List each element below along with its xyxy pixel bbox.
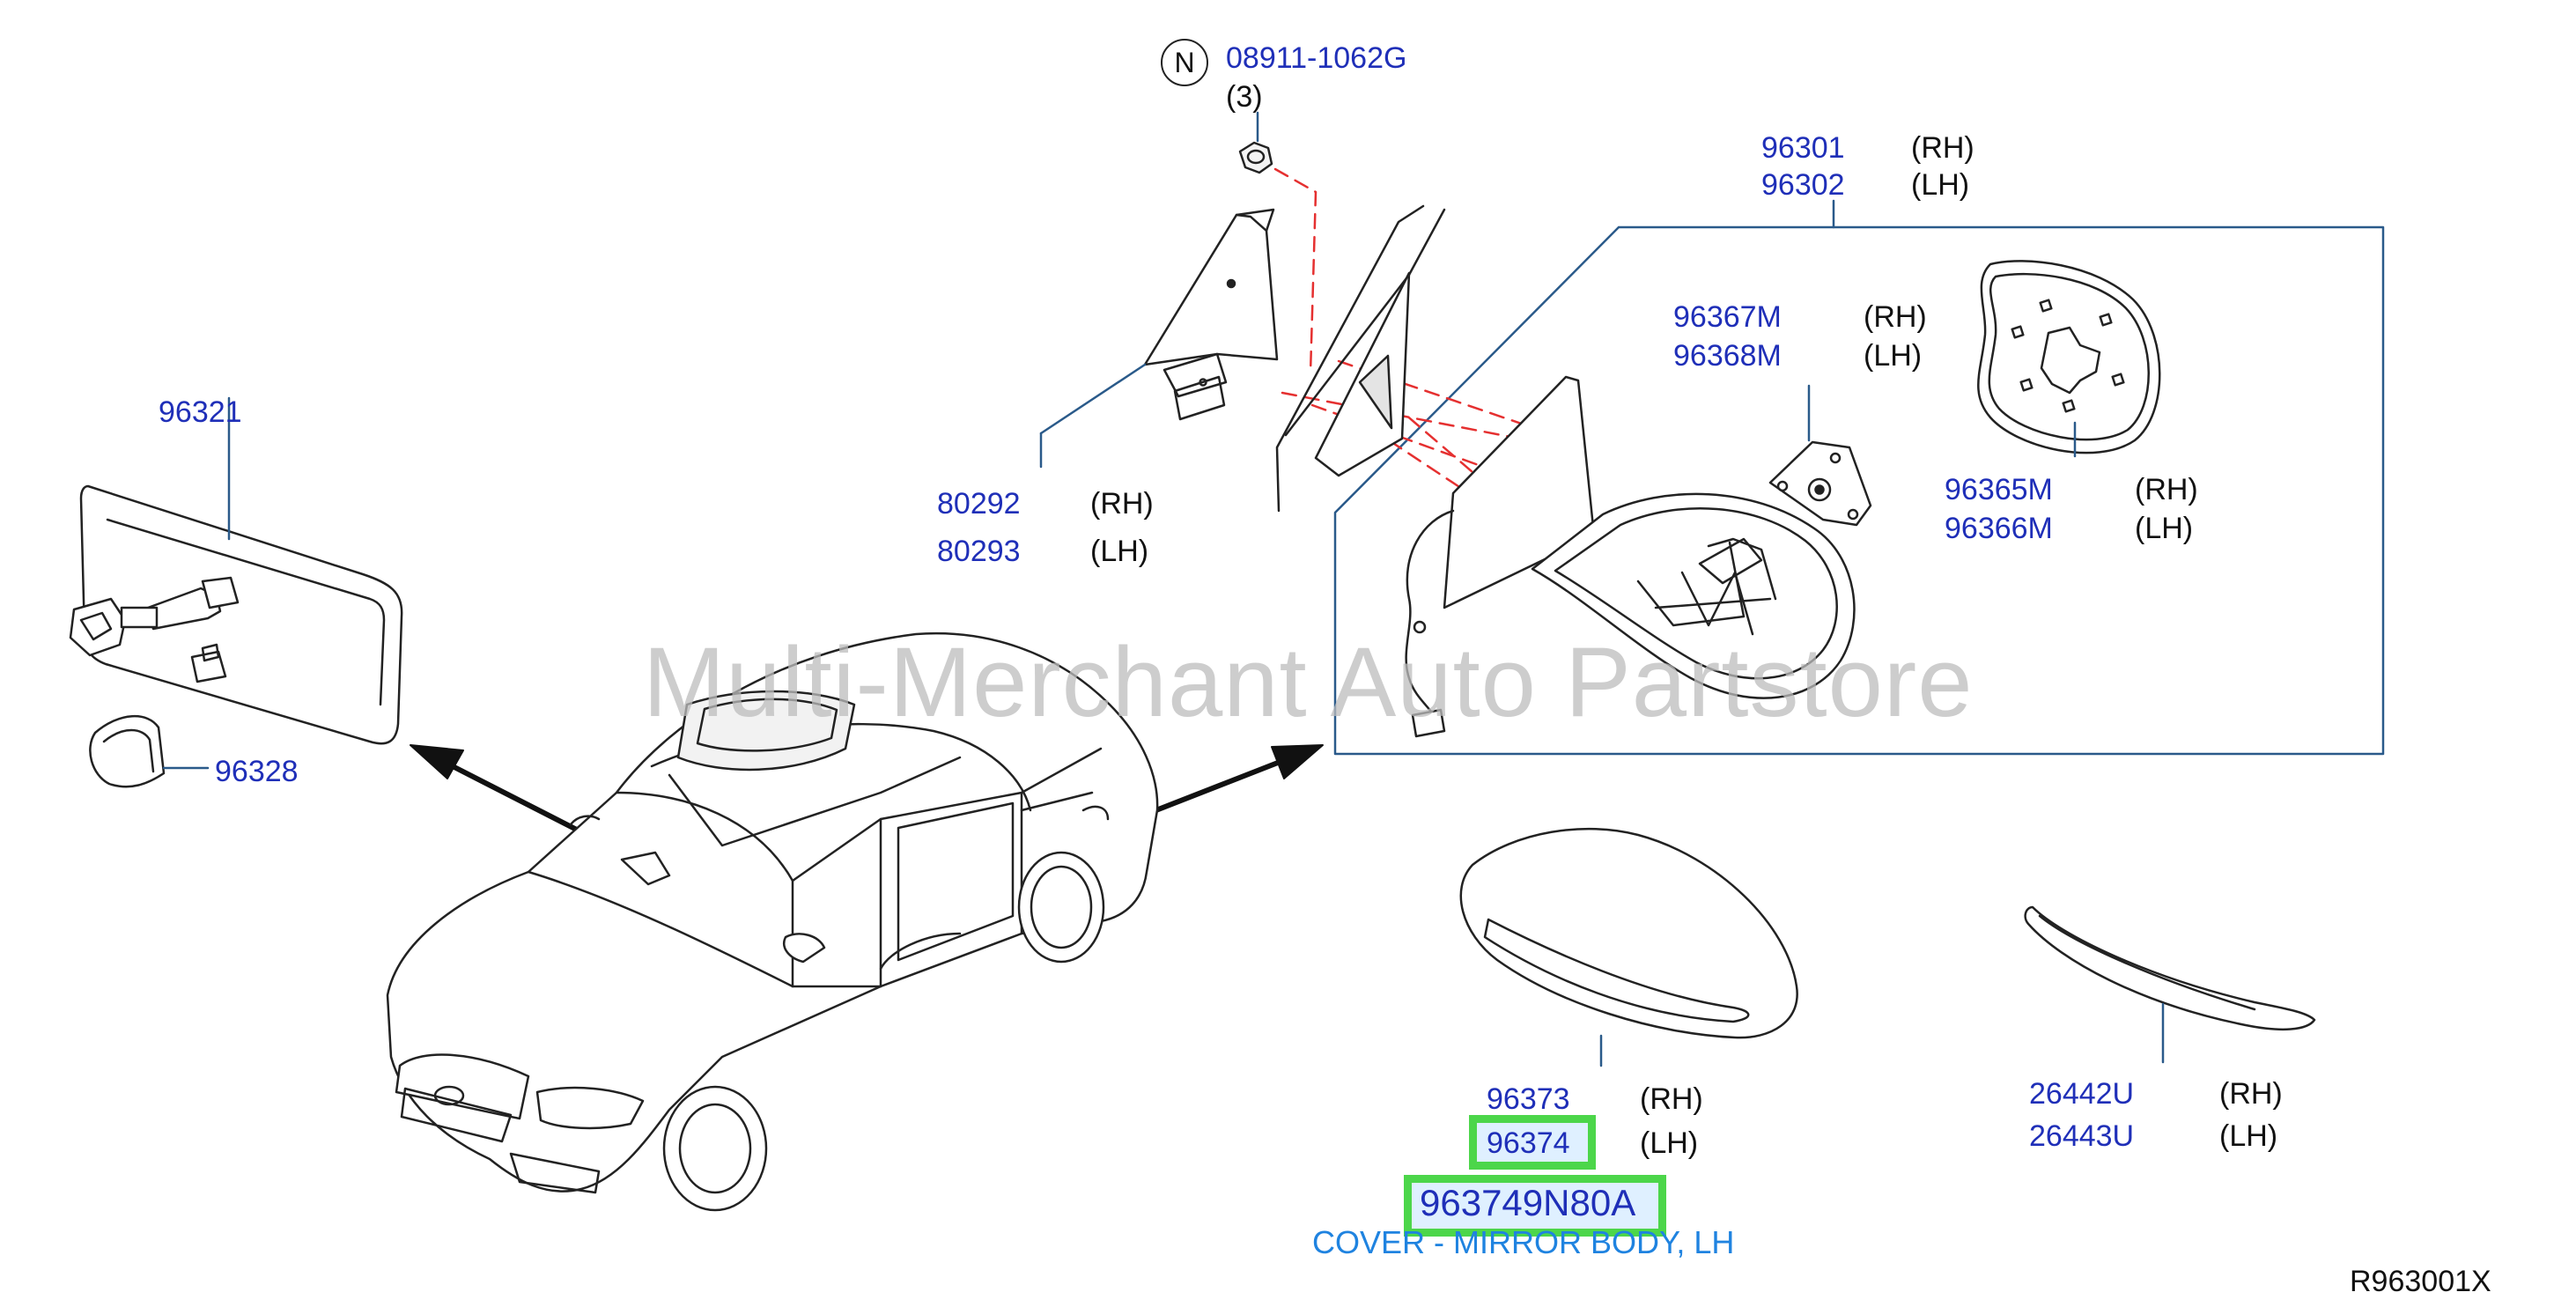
glass-lh-part[interactable]: 96366M <box>1945 512 2053 545</box>
watermark: Multi-Merchant Auto Partstore <box>643 627 1974 737</box>
car-illustration <box>386 632 1159 1212</box>
bracket-icon <box>1039 208 1279 469</box>
body-cover-rh-side: (RH) <box>1640 1082 1703 1116</box>
turn-lamp-lh-side: (LH) <box>2219 1119 2278 1153</box>
body-cover-lh-part[interactable]: 96374 <box>1487 1126 1570 1160</box>
mirror-glass-icon <box>1977 260 2161 458</box>
diagram-reference-code: R963001X <box>2350 1265 2491 1298</box>
turn-lamp-rh-side: (RH) <box>2219 1077 2283 1111</box>
motor-lh-part[interactable]: 96368M <box>1673 339 1782 373</box>
bracket-rh-side: (RH) <box>1090 487 1154 521</box>
motor-lh-side: (LH) <box>1864 339 1923 373</box>
bracket-rh-part[interactable]: 80292 <box>937 487 1021 521</box>
nut-quantity: (3) <box>1226 80 1263 114</box>
body-cover-lh-highlight-box <box>1469 1115 1596 1170</box>
nut-n-badge: N <box>1161 39 1208 86</box>
mirror-assy-rh-part[interactable]: 96301 <box>1761 131 1845 165</box>
mirror-body-cover-icon <box>1459 827 1798 1067</box>
inside-mirror-part[interactable]: 96321 <box>159 395 242 429</box>
assembly-frame <box>1333 225 2385 756</box>
oem-part-number[interactable]: 963749N80A <box>1420 1182 1636 1223</box>
body-cover-lh-side: (LH) <box>1640 1126 1699 1160</box>
glass-rh-part[interactable]: 96365M <box>1945 473 2053 506</box>
mirror-cover-icon <box>89 715 210 788</box>
nut-icon <box>1238 111 1273 174</box>
turn-lamp-lh-part[interactable]: 26443U <box>2029 1119 2135 1153</box>
bracket-lh-part[interactable]: 80293 <box>937 535 1021 568</box>
mirror-cover-part[interactable]: 96328 <box>215 755 299 788</box>
motor-rh-side: (RH) <box>1864 300 1927 334</box>
mirror-assy-rh-side: (RH) <box>1911 131 1974 165</box>
part-description: COVER - MIRROR BODY, LH <box>1312 1224 1735 1260</box>
mirror-housing-icon <box>1405 375 1856 738</box>
glass-rh-side: (RH) <box>2135 473 2198 506</box>
motor-rh-part[interactable]: 96367M <box>1673 300 1782 334</box>
glass-lh-side: (LH) <box>2135 512 2194 545</box>
door-sail-icon <box>1275 204 1446 513</box>
turn-signal-lamp-icon <box>2024 905 2316 1064</box>
turn-lamp-rh-part[interactable]: 26442U <box>2029 1077 2135 1111</box>
mirror-assy-lh-part[interactable]: 96302 <box>1761 168 1845 202</box>
nut-part-number[interactable]: 08911-1062G <box>1226 41 1407 75</box>
mirror-motor-icon <box>1768 384 1872 527</box>
inside-mirror-icon <box>69 396 403 745</box>
mirror-assy-lh-side: (LH) <box>1911 168 1970 202</box>
oem-number-highlight-box <box>1404 1175 1666 1237</box>
body-cover-rh-part[interactable]: 96373 <box>1487 1082 1570 1116</box>
bracket-lh-side: (LH) <box>1090 535 1149 568</box>
